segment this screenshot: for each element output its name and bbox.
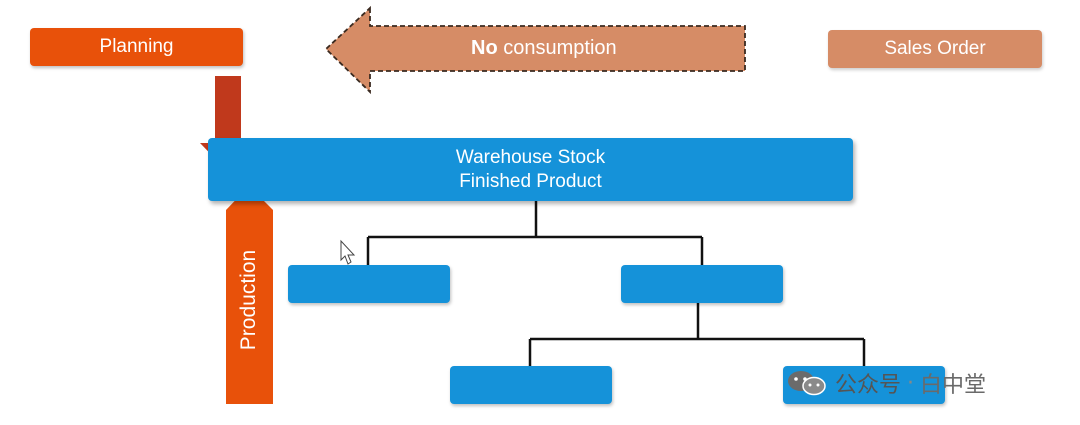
planning-box: Planning (30, 28, 243, 66)
no-consumption-bold: No (471, 37, 498, 59)
warehouse-line-2: Finished Product (459, 170, 602, 192)
child-node-right (621, 265, 783, 303)
warehouse-stock-box: Warehouse Stock Finished Product (208, 138, 853, 201)
watermark-separator: · (907, 370, 915, 396)
production-label: Production (237, 249, 260, 351)
no-consumption-rest: consumption (497, 37, 617, 59)
sales-order-label: Sales Order (884, 38, 986, 59)
child-node-left (288, 265, 450, 303)
watermark: 公众号 · 白中堂 (785, 366, 986, 400)
mouse-cursor-icon (340, 239, 356, 265)
warehouse-line-1: Warehouse Stock (455, 146, 606, 168)
sales-order-box: Sales Order (828, 30, 1042, 68)
production-up-arrow (226, 186, 273, 404)
no-consumption-label: No consumption (471, 37, 617, 60)
watermark-name: 白中堂 (920, 373, 987, 398)
planning-label: Planning (99, 36, 174, 57)
watermark-account-label: 公众号 (835, 373, 902, 398)
wechat-icon (788, 371, 826, 396)
no-consumption-arrow (324, 5, 746, 95)
grandchild-node-left (450, 366, 612, 404)
tree-connectors (366, 201, 866, 366)
